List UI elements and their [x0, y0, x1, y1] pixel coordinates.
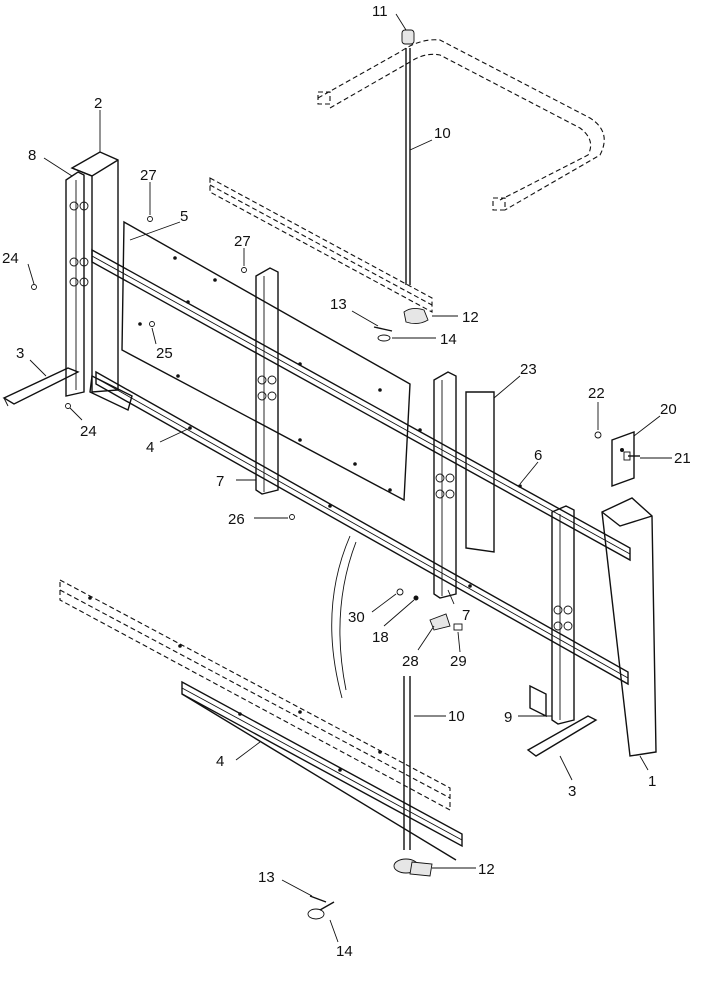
- callout-6: 6: [534, 447, 542, 464]
- callout-4-lower: 4: [216, 753, 224, 770]
- upper-pin-assembly: [373, 307, 429, 342]
- callout-10-top: 10: [434, 125, 451, 142]
- lower-pin-assembly: [307, 895, 335, 920]
- callout-10-bottom: 10: [448, 708, 465, 725]
- left-post-assembly: [2, 151, 133, 411]
- rod-top: [401, 29, 415, 285]
- top-hoop-frame: [317, 39, 605, 211]
- long-rail-6: [91, 248, 631, 562]
- curve-guide-lines: [331, 535, 357, 699]
- callout-28: 28: [402, 653, 419, 670]
- callout-26: 26: [228, 511, 245, 528]
- callout-14-upper: 14: [440, 331, 457, 348]
- long-rail-4: [95, 370, 629, 686]
- callout-3-left: 3: [16, 345, 24, 362]
- plate-23: [465, 391, 495, 553]
- callout-4-upper: 4: [146, 439, 154, 456]
- callout-5: 5: [180, 208, 188, 225]
- callout-1: 1: [648, 773, 656, 790]
- callout-9: 9: [504, 709, 512, 726]
- callout-12-upper: 12: [462, 309, 479, 326]
- callout-29: 29: [450, 653, 467, 670]
- callout-27-lower: 27: [234, 233, 251, 250]
- callout-25: 25: [156, 345, 173, 362]
- rod-bottom: [393, 676, 433, 877]
- callout-21: 21: [674, 450, 691, 467]
- screws: [31, 216, 295, 520]
- lower-dashed-rail: [59, 579, 451, 811]
- callout-2: 2: [94, 95, 102, 112]
- callout-24-lower: 24: [80, 423, 97, 440]
- callout-24-upper: 24: [2, 250, 19, 267]
- small-hardware: [396, 588, 463, 631]
- callout-14-lower: 14: [336, 943, 353, 960]
- callout-18: 18: [372, 629, 389, 646]
- callout-numbers: 11 2 8 10 27 5 27 24 25 13 12 14 3 24 4 …: [2, 3, 691, 960]
- callout-27-upper: 27: [140, 167, 157, 184]
- upright-7-right: [433, 371, 457, 599]
- lower-rail-4: [181, 680, 463, 861]
- callout-13-lower: 13: [258, 869, 275, 886]
- callout-12-lower: 12: [478, 861, 495, 878]
- upper-dashed-rail: [209, 177, 433, 313]
- leader-lines: [27, 13, 672, 943]
- callout-7-left: 7: [216, 473, 224, 490]
- callout-23: 23: [520, 361, 537, 378]
- callout-13-upper: 13: [330, 296, 347, 313]
- callout-7-right: 7: [462, 607, 470, 624]
- upright-7-left: [255, 267, 279, 495]
- right-post-assembly: [526, 497, 657, 757]
- callout-8: 8: [28, 147, 36, 164]
- panel-5: [121, 220, 411, 502]
- callout-20: 20: [660, 401, 677, 418]
- callout-30: 30: [348, 609, 365, 626]
- bracket-assembly-20: [594, 431, 640, 487]
- callout-11: 11: [372, 3, 388, 20]
- callout-3-right: 3: [568, 783, 576, 800]
- callout-22: 22: [588, 385, 605, 402]
